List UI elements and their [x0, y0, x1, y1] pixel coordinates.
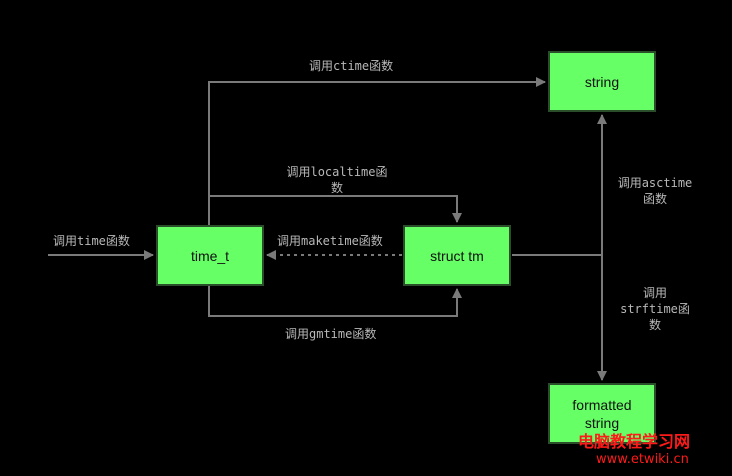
node-time-t-label: time_t: [190, 247, 230, 264]
node-time-t: time_t: [156, 225, 264, 286]
node-string: string: [548, 51, 656, 112]
edge-ctime: [208, 77, 546, 226]
label-localtime-line2: 数: [330, 181, 343, 195]
label-maketime: 调用maketime函数: [277, 234, 383, 248]
watermark-url: www.etwiki.cn: [596, 452, 689, 467]
label-asctime-line2: 函数: [642, 192, 667, 206]
label-asctime-line1: 调用asctime: [617, 176, 693, 190]
label-time: 调用time函数: [53, 234, 130, 248]
label-strftime-line2: strftime函: [620, 302, 690, 316]
label-strftime: 调用 strftime函 数: [612, 285, 698, 333]
label-localtime-line1: 调用localtime函: [286, 165, 388, 179]
label-gmtime: 调用gmtime函数: [285, 327, 377, 341]
watermark-title: 电脑教程学习网: [578, 432, 691, 451]
label-localtime: 调用localtime函 数: [278, 164, 396, 196]
label-ctime: 调用ctime函数: [309, 59, 394, 73]
node-formatted-string: formatted string: [548, 383, 656, 444]
node-formatted-label-line2: string: [584, 414, 620, 431]
label-strftime-line1: 调用: [642, 286, 667, 300]
node-struct-tm: struct tm: [403, 225, 511, 286]
edge-gmtime: [208, 285, 462, 317]
node-string-label: string: [584, 73, 620, 90]
edge-localtime: [209, 195, 462, 223]
label-asctime: 调用asctime 函数: [612, 175, 698, 207]
node-formatted-label-line1: formatted: [572, 396, 632, 413]
label-strftime-line3: 数: [648, 318, 661, 332]
node-struct-tm-label: struct tm: [430, 247, 484, 264]
